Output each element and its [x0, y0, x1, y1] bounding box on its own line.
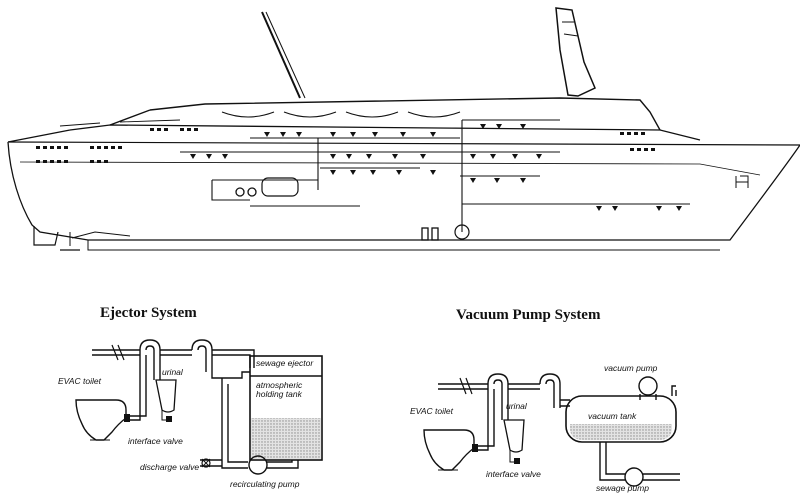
vacuum-label-evac-toilet: EVAC toilet	[410, 406, 453, 416]
vacuum-tank	[565, 395, 677, 443]
vacuum-pipe-loop-2	[539, 373, 561, 408]
ship-windows	[36, 128, 655, 163]
vacuum-pump-system-title: Vacuum Pump System	[456, 307, 601, 323]
ejector-label-evac-toilet: EVAC toilet	[58, 376, 101, 386]
vacuum-interface-valve-2	[514, 458, 520, 464]
superstructure	[149, 97, 661, 131]
ejector-system-title: Ejector System	[100, 305, 197, 321]
vacuum-evac-toilet	[423, 429, 475, 471]
vacuum-label-vacuum-tank: vacuum tank	[588, 411, 637, 421]
ejector-pipe-loop-1	[139, 339, 161, 380]
vacuum-label-interface-valve: interface valve	[486, 469, 541, 479]
hull	[7, 129, 800, 241]
vacuum-inlet-pipe	[438, 383, 488, 390]
vacuum-interface-valve-1	[472, 444, 478, 452]
recirculating-pump	[248, 455, 268, 475]
holding-tank-liquid	[251, 418, 321, 459]
aft-mast	[261, 11, 301, 99]
discharge-valve	[201, 458, 211, 468]
vacuum-diagram	[423, 373, 680, 487]
vacuum-pipe-loop-1	[487, 373, 509, 420]
ejector-evac-toilet	[75, 399, 127, 441]
ejector-label-urinal: urinal	[162, 367, 183, 377]
funnel	[555, 7, 596, 97]
vacuum-label-sewage-pump: sewage pump	[596, 483, 649, 493]
vacuum-pump	[638, 376, 658, 396]
vacuum-label-urinal: urinal	[506, 401, 527, 411]
ejector-label-sewage-ejector: sewage ejector	[256, 358, 314, 368]
ejector-label-holding-tank-line1: atmospheric	[256, 380, 303, 390]
sewage-ejector-tank	[249, 355, 323, 461]
ship-vacuum-tank	[454, 224, 470, 240]
ejector-urinal	[155, 379, 177, 413]
ejector-pipe-loop-2	[191, 339, 213, 372]
ejector-label-interface-valve: interface valve	[128, 436, 183, 446]
ejector-label-recirculating-pump: recirculating pump	[230, 479, 300, 489]
ship-profile	[7, 7, 800, 251]
sewage-pump	[624, 467, 644, 487]
ship-toilet-markers	[190, 124, 682, 211]
vacuum-tank-liquid	[570, 424, 672, 440]
ejector-label-holding-tank-line2: holding tank	[256, 389, 302, 399]
ship-ejector-tank	[261, 177, 299, 197]
ship-piping	[180, 119, 690, 232]
ejector-interface-valve-2	[166, 416, 172, 422]
ejector-label-discharge-valve: discharge valve	[140, 462, 200, 472]
ejector-interface-valve-1	[124, 414, 130, 422]
window-rows	[59, 119, 181, 127]
lifeboats	[221, 111, 461, 118]
rudder	[33, 226, 59, 246]
ejector-diagram	[75, 339, 323, 475]
vacuum-urinal	[503, 419, 525, 453]
vacuum-label-vacuum-pump: vacuum pump	[604, 363, 658, 373]
